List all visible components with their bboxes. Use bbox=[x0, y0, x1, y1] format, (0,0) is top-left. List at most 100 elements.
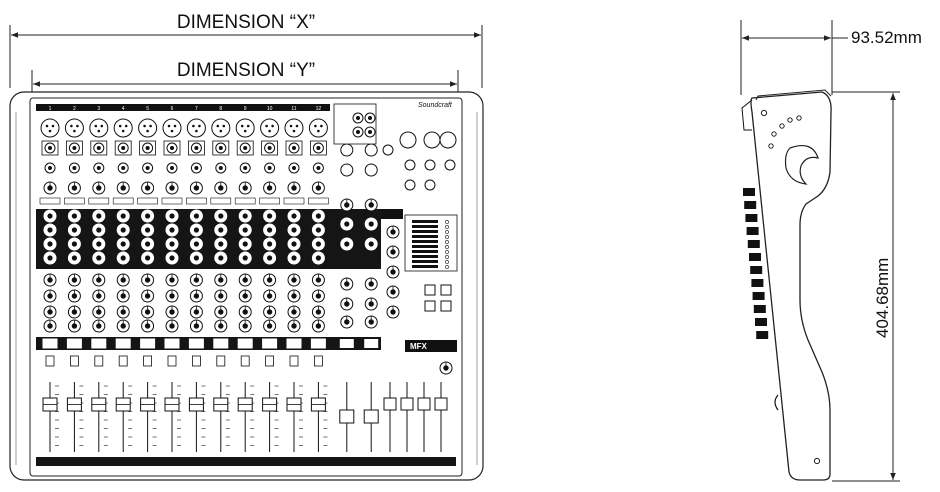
channel-strip: 3 bbox=[88, 106, 110, 452]
pfl-button bbox=[167, 355, 177, 367]
jack-hole bbox=[72, 146, 77, 150]
xlr-pin bbox=[97, 129, 101, 133]
xlr-pin bbox=[222, 124, 226, 128]
meter-led bbox=[445, 265, 449, 269]
stereo-jack bbox=[364, 163, 378, 177]
xlr-pin bbox=[124, 124, 128, 128]
insert-hole bbox=[194, 166, 199, 170]
eq-knob-cap bbox=[218, 241, 224, 247]
mute-button bbox=[164, 338, 180, 349]
eq-knob-cap bbox=[291, 213, 297, 219]
pfl-button bbox=[191, 355, 201, 367]
channel-number: 4 bbox=[122, 106, 125, 112]
insert-hole bbox=[267, 166, 272, 170]
knob-profile bbox=[751, 279, 764, 287]
eq-knob-cap bbox=[120, 213, 126, 219]
xlr-pin bbox=[73, 129, 76, 133]
height-label: 404.68mm bbox=[873, 258, 892, 338]
xlr-pin bbox=[192, 124, 195, 128]
bottom-label-bar bbox=[36, 457, 456, 466]
xlr-pin bbox=[271, 124, 274, 128]
jack-hole bbox=[48, 146, 52, 150]
insert-hole bbox=[72, 166, 77, 170]
side-handle-cutout bbox=[784, 145, 819, 185]
insert-hole bbox=[48, 166, 52, 170]
eq-knob-cap bbox=[315, 227, 321, 233]
xlr-input bbox=[284, 118, 304, 138]
jack-hole bbox=[316, 146, 321, 150]
mute-button bbox=[66, 338, 82, 349]
jack-hole bbox=[243, 146, 248, 150]
xlr-pin bbox=[265, 124, 268, 128]
insert-hole bbox=[316, 166, 321, 170]
dimension-y-label: DIMENSION “Y” bbox=[177, 60, 315, 81]
meter-led bbox=[445, 245, 449, 249]
pfl-button bbox=[143, 355, 153, 367]
master-jack bbox=[424, 179, 436, 191]
xlr-pin bbox=[314, 124, 317, 128]
channel-number: 12 bbox=[316, 106, 322, 112]
xlr-pin bbox=[268, 129, 271, 133]
master-jack bbox=[404, 159, 416, 171]
eq-knob-cap bbox=[120, 255, 126, 261]
eq-knob-cap bbox=[96, 213, 102, 219]
xlr-pin bbox=[167, 124, 171, 128]
knob-profile bbox=[747, 240, 760, 248]
preset-list-line bbox=[412, 225, 438, 228]
meter-led bbox=[445, 250, 449, 254]
xlr-pin bbox=[48, 129, 52, 133]
channel-number: 2 bbox=[73, 106, 76, 112]
dimension-x-label: DIMENSION “X” bbox=[177, 12, 315, 33]
eq-knob-cap bbox=[218, 213, 224, 219]
preset-list-line bbox=[412, 235, 438, 238]
insert-hole bbox=[218, 166, 223, 170]
fader-cap bbox=[339, 409, 355, 424]
xlr-pin bbox=[295, 124, 299, 128]
eq-knob-cap bbox=[169, 213, 175, 219]
pfl-button bbox=[45, 355, 55, 367]
vent-hole bbox=[796, 115, 802, 121]
dimension-x-annotation: DIMENSION “X” bbox=[9, 12, 483, 88]
stereo-channel-strip bbox=[363, 143, 379, 452]
insert-hole bbox=[121, 166, 126, 170]
eq-knob-cap bbox=[193, 213, 199, 219]
channel-strip: 2 bbox=[64, 106, 85, 452]
eq-knob-cap bbox=[169, 255, 175, 261]
mute-button bbox=[262, 338, 278, 349]
knob-profile bbox=[755, 318, 767, 326]
master-xlr-output bbox=[439, 131, 457, 149]
eq-knob-cap bbox=[218, 227, 224, 233]
knob-profile bbox=[752, 292, 765, 300]
channel-number: 9 bbox=[244, 106, 247, 112]
rca-hole bbox=[368, 116, 372, 120]
xlr-pin bbox=[246, 124, 250, 128]
eq-knob-cap bbox=[47, 241, 53, 247]
eq-knob-cap bbox=[218, 255, 224, 261]
xlr-input bbox=[64, 118, 84, 138]
eq-knob-cap bbox=[267, 255, 273, 261]
pfl-button bbox=[94, 355, 104, 367]
eq-knob-cap bbox=[71, 227, 77, 233]
knob-profile bbox=[750, 266, 763, 274]
eq-knob-cap bbox=[193, 255, 199, 261]
switch-row bbox=[234, 197, 256, 205]
switch-row bbox=[210, 197, 232, 205]
master-button bbox=[440, 300, 452, 312]
eq-knob-cap bbox=[291, 227, 297, 233]
side-knob-profiles bbox=[741, 99, 779, 411]
eq-knob-cap bbox=[242, 255, 248, 261]
jack-hole bbox=[292, 146, 296, 150]
channel-strip: 12 bbox=[308, 106, 329, 452]
jack-hole bbox=[145, 146, 150, 150]
insert-hole bbox=[170, 166, 174, 170]
master-button bbox=[424, 284, 436, 296]
vent-hole bbox=[771, 131, 777, 137]
meter-led bbox=[445, 260, 449, 264]
eq-knob-cap bbox=[267, 241, 273, 247]
channel-number: 8 bbox=[219, 106, 222, 112]
channel-number: 3 bbox=[97, 106, 100, 112]
master-button bbox=[424, 300, 436, 312]
knob-profile bbox=[753, 305, 766, 313]
xlr-pin bbox=[292, 129, 296, 133]
eq-knob-cap bbox=[47, 213, 53, 219]
